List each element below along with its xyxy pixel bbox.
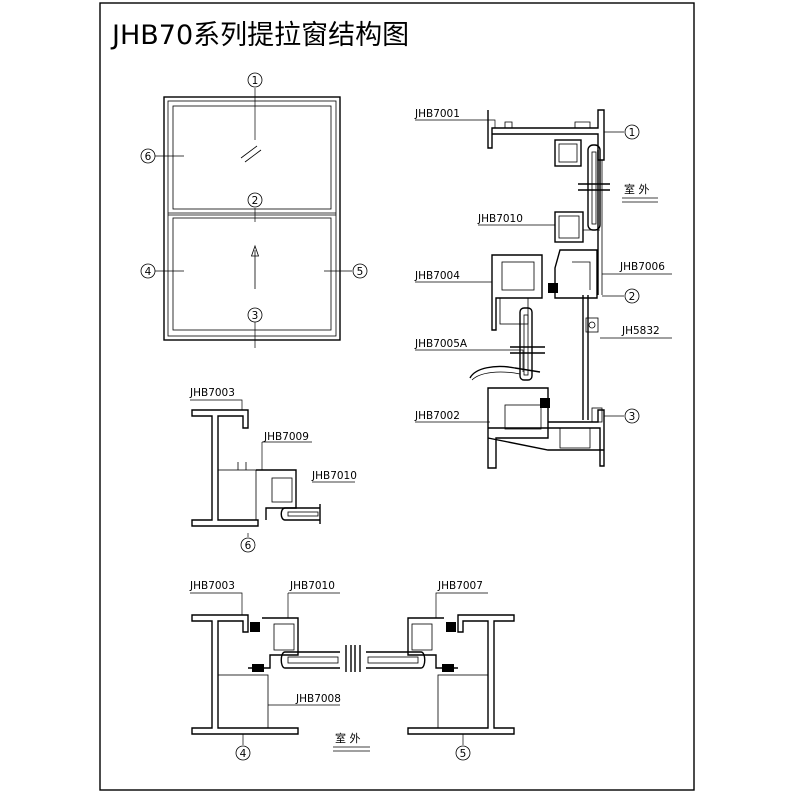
- vertical-section: [469, 109, 610, 469]
- label-jhb7010-upper: JHB7010: [477, 213, 523, 225]
- right-section-leaders: [415, 119, 672, 423]
- section-marker-5: 5: [352, 263, 368, 279]
- drawing-border: [99, 2, 695, 791]
- label-jhb7003-section4: JHB7003: [189, 580, 235, 592]
- svg-text:2: 2: [252, 195, 259, 207]
- svg-text:5: 5: [357, 266, 364, 278]
- label-jh5832: JH5832: [621, 325, 660, 337]
- section-marker-3-right: 3: [624, 408, 640, 424]
- section-marker-2: 2: [247, 192, 263, 208]
- svg-text:1: 1: [629, 127, 636, 139]
- label-jhb7007: JHB7007: [437, 580, 483, 592]
- outside-label-upper: 室 外: [624, 182, 650, 196]
- label-jhb7010-section6: JHB7010: [311, 470, 357, 482]
- window-elevation: [155, 88, 352, 348]
- label-jhb7004: JHB7004: [414, 270, 460, 282]
- section-marker-4-detail: 4: [235, 745, 251, 761]
- glass-mark: [240, 145, 258, 159]
- section-marker-6: 6: [140, 148, 156, 164]
- section-6-detail: [190, 399, 355, 537]
- section-marker-3: 3: [247, 307, 263, 323]
- svg-text:3: 3: [252, 310, 259, 322]
- section-marker-4: 4: [140, 263, 156, 279]
- svg-text:6: 6: [145, 151, 152, 163]
- svg-text:4: 4: [240, 748, 247, 760]
- label-jhb7009: JHB7009: [263, 431, 309, 443]
- outside-label-lower: 室 外: [335, 731, 361, 745]
- drawing-title: JHB70系列提拉窗结构图: [110, 20, 409, 51]
- label-jhb7001: JHB7001: [414, 108, 460, 120]
- section-4-detail: [190, 592, 352, 745]
- label-jhb7003-section6: JHB7003: [189, 387, 235, 399]
- svg-text:1: 1: [252, 75, 259, 87]
- svg-text:3: 3: [629, 411, 636, 423]
- section-marker-1: 1: [247, 72, 263, 88]
- label-jhb7008: JHB7008: [295, 693, 341, 705]
- svg-text:6: 6: [245, 540, 252, 552]
- label-jhb7005a: JHB7005A: [414, 338, 468, 350]
- section-marker-5-detail: 5: [455, 745, 471, 761]
- label-jhb7006: JHB7006: [619, 261, 665, 273]
- label-jhb7010-section4: JHB7010: [289, 580, 335, 592]
- svg-text:4: 4: [145, 266, 152, 278]
- section-marker-6-detail: 6: [240, 537, 256, 553]
- label-jhb7002: JHB7002: [414, 410, 460, 422]
- svg-text:2: 2: [629, 291, 636, 303]
- section-5-detail: [354, 592, 515, 745]
- svg-text:5: 5: [460, 748, 467, 760]
- section-marker-1-right: 1: [624, 124, 640, 140]
- section-marker-2-right: 2: [624, 288, 640, 304]
